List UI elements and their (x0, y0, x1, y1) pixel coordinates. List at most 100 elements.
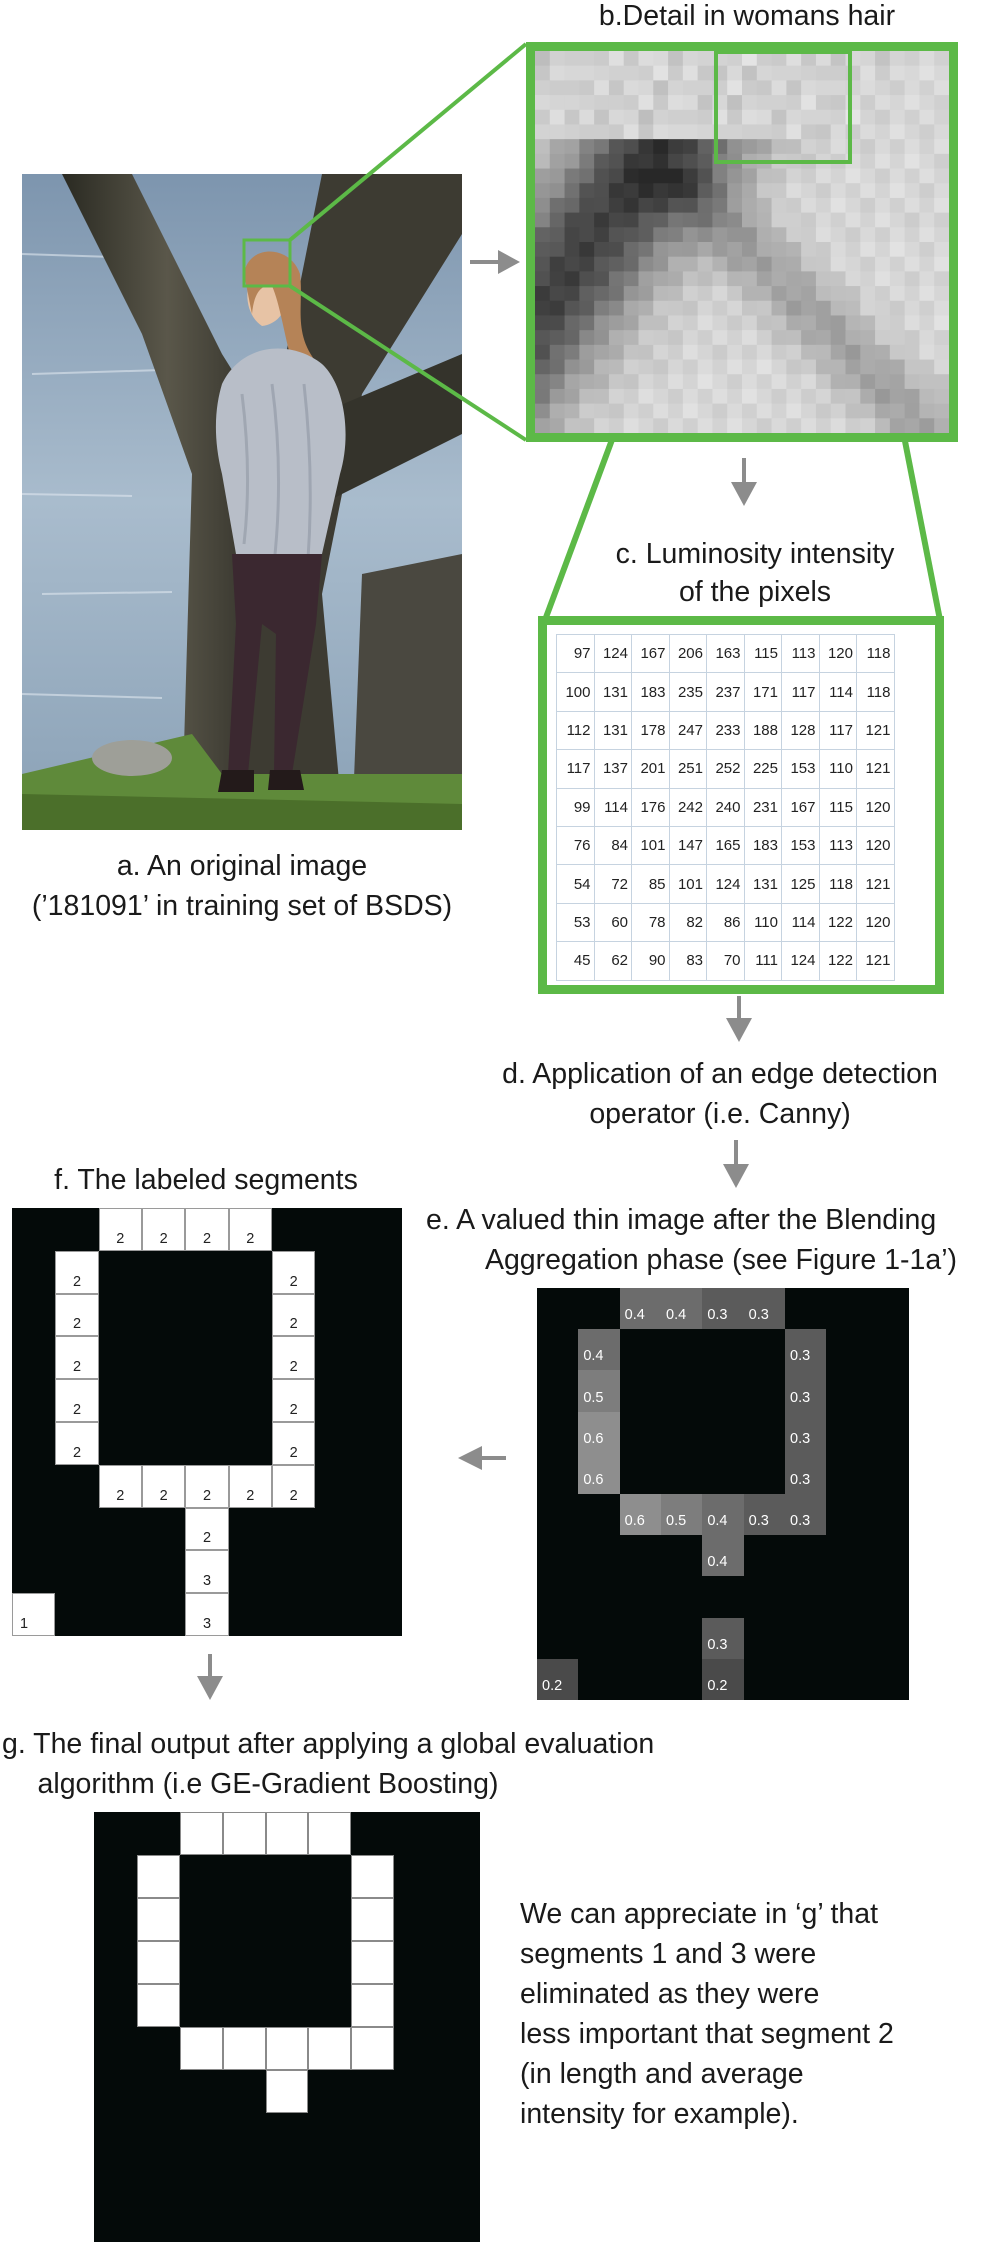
luminosity-cell: 72 (593, 864, 632, 904)
luminosity-cell: 122 (818, 902, 857, 943)
luminosity-cell: 124 (593, 633, 632, 674)
luminosity-cell: 167 (631, 633, 670, 674)
segment-cell: 2 (98, 1464, 142, 1508)
note-line-3: eliminated as they were (520, 1978, 820, 2010)
segment-label: 2 (202, 1530, 212, 1547)
luminosity-cell: 235 (668, 672, 707, 712)
segment-label: 2 (72, 1316, 82, 1333)
luminosity-cell: 231 (743, 787, 782, 827)
luminosity-cell: 242 (668, 787, 707, 827)
segment-label: 2 (72, 1401, 82, 1418)
luminosity-cell: 113 (781, 633, 820, 674)
luminosity-cell: 171 (743, 672, 782, 712)
thin-image-cell: 0.4 (702, 1535, 744, 1577)
luminosity-cell: 83 (668, 941, 707, 981)
luminosity-cell: 118 (856, 633, 895, 674)
segment-cell: 3 (185, 1593, 229, 1636)
luminosity-cell: 147 (668, 825, 707, 866)
thin-image-cell: 0.6 (578, 1411, 620, 1453)
thin-image-value: 0.4 (624, 1307, 645, 1324)
luminosity-cell: 120 (818, 633, 857, 674)
luminosity-cell: 117 (781, 672, 820, 712)
thin-image-value: 0.5 (583, 1389, 604, 1406)
output-cell (136, 1855, 180, 1898)
segment-label: 2 (289, 1444, 298, 1461)
thin-image-cell: 0.4 (661, 1288, 703, 1330)
luminosity-cell: 53 (556, 902, 595, 943)
thin-image-value: 0.6 (583, 1471, 604, 1488)
luminosity-cell: 99 (556, 787, 595, 827)
caption-e-line2: Aggregation phase (see Figure 1-1a’) (484, 1244, 958, 1276)
luminosity-cell: 128 (781, 710, 820, 751)
luminosity-cell: 115 (743, 633, 782, 674)
final-output-grid (94, 1812, 480, 2242)
luminosity-cell: 84 (593, 825, 632, 866)
luminosity-cell: 121 (856, 941, 895, 981)
segment-label: 2 (159, 1230, 168, 1247)
luminosity-cell: 112 (556, 710, 595, 751)
luminosity-cell: 114 (781, 902, 820, 943)
segment-cell: 2 (272, 1379, 316, 1422)
thin-image-cell: 0.3 (702, 1288, 744, 1330)
segment-cell: 2 (185, 1208, 229, 1251)
segment-label: 2 (116, 1230, 125, 1247)
thin-image-value: 0.6 (624, 1513, 645, 1530)
thin-image-cell: 0.3 (785, 1370, 827, 1412)
output-cell (265, 2027, 309, 2070)
luminosity-cell: 60 (593, 902, 632, 943)
thin-image-cell: 0.4 (578, 1329, 620, 1371)
output-cell (351, 1855, 395, 1898)
thin-image-value: 0.3 (790, 1389, 811, 1406)
output-cell (351, 1984, 395, 2027)
segment-cell: 2 (142, 1208, 186, 1251)
caption-d-line1: d. Application of an edge detection (502, 1058, 938, 1090)
thin-image-value: 0.5 (666, 1513, 687, 1530)
segment-cell: 2 (272, 1422, 316, 1465)
luminosity-cell: 113 (818, 825, 857, 866)
thin-image-value: 0.4 (707, 1554, 728, 1571)
output-cell (136, 1984, 180, 2027)
luminosity-cell: 115 (818, 787, 857, 827)
luminosity-cell: 225 (743, 749, 782, 789)
note-line-6: intensity for example). (520, 2098, 799, 2130)
luminosity-cell: 82 (668, 902, 707, 943)
luminosity-cell: 188 (743, 710, 782, 751)
segment-label: 2 (289, 1316, 298, 1333)
segment-cell: 2 (55, 1250, 99, 1294)
output-cell (179, 2027, 223, 2070)
thin-image-value: 0.3 (707, 1307, 728, 1324)
segment-label: 2 (289, 1487, 298, 1504)
luminosity-cell: 252 (706, 749, 745, 789)
luminosity-cell: 121 (856, 710, 895, 751)
luminosity-cell: 183 (743, 825, 782, 866)
luminosity-cell: 78 (631, 902, 670, 943)
luminosity-cell: 124 (781, 941, 820, 981)
output-cell (265, 2070, 309, 2113)
thin-image-cell: 0.6 (578, 1452, 620, 1494)
segment-cell: 2 (185, 1464, 229, 1508)
luminosity-cell: 120 (856, 787, 895, 827)
segment-cell: 2 (228, 1464, 272, 1508)
output-cell (308, 1812, 352, 1855)
luminosity-cell: 117 (556, 749, 595, 789)
luminosity-cell: 247 (668, 710, 707, 751)
luminosity-cell: 90 (631, 941, 670, 981)
thin-image-value: 0.2 (542, 1677, 563, 1694)
luminosity-cell: 76 (556, 825, 595, 866)
caption-c-line2: of the pixels (678, 576, 832, 608)
luminosity-cell: 124 (706, 864, 745, 904)
segment-cell: 2 (55, 1293, 99, 1337)
thin-image-value: 0.3 (790, 1430, 811, 1447)
thin-image-cell: 0.6 (619, 1494, 661, 1536)
luminosity-cell: 114 (593, 787, 632, 827)
segment-cell: 2 (55, 1422, 99, 1465)
thin-image-value: 0.2 (707, 1677, 728, 1694)
segment-cell: 2 (272, 1464, 316, 1508)
output-cell (351, 2027, 395, 2070)
luminosity-cell: 120 (856, 902, 895, 943)
thin-image-cell: 0.5 (578, 1370, 620, 1412)
